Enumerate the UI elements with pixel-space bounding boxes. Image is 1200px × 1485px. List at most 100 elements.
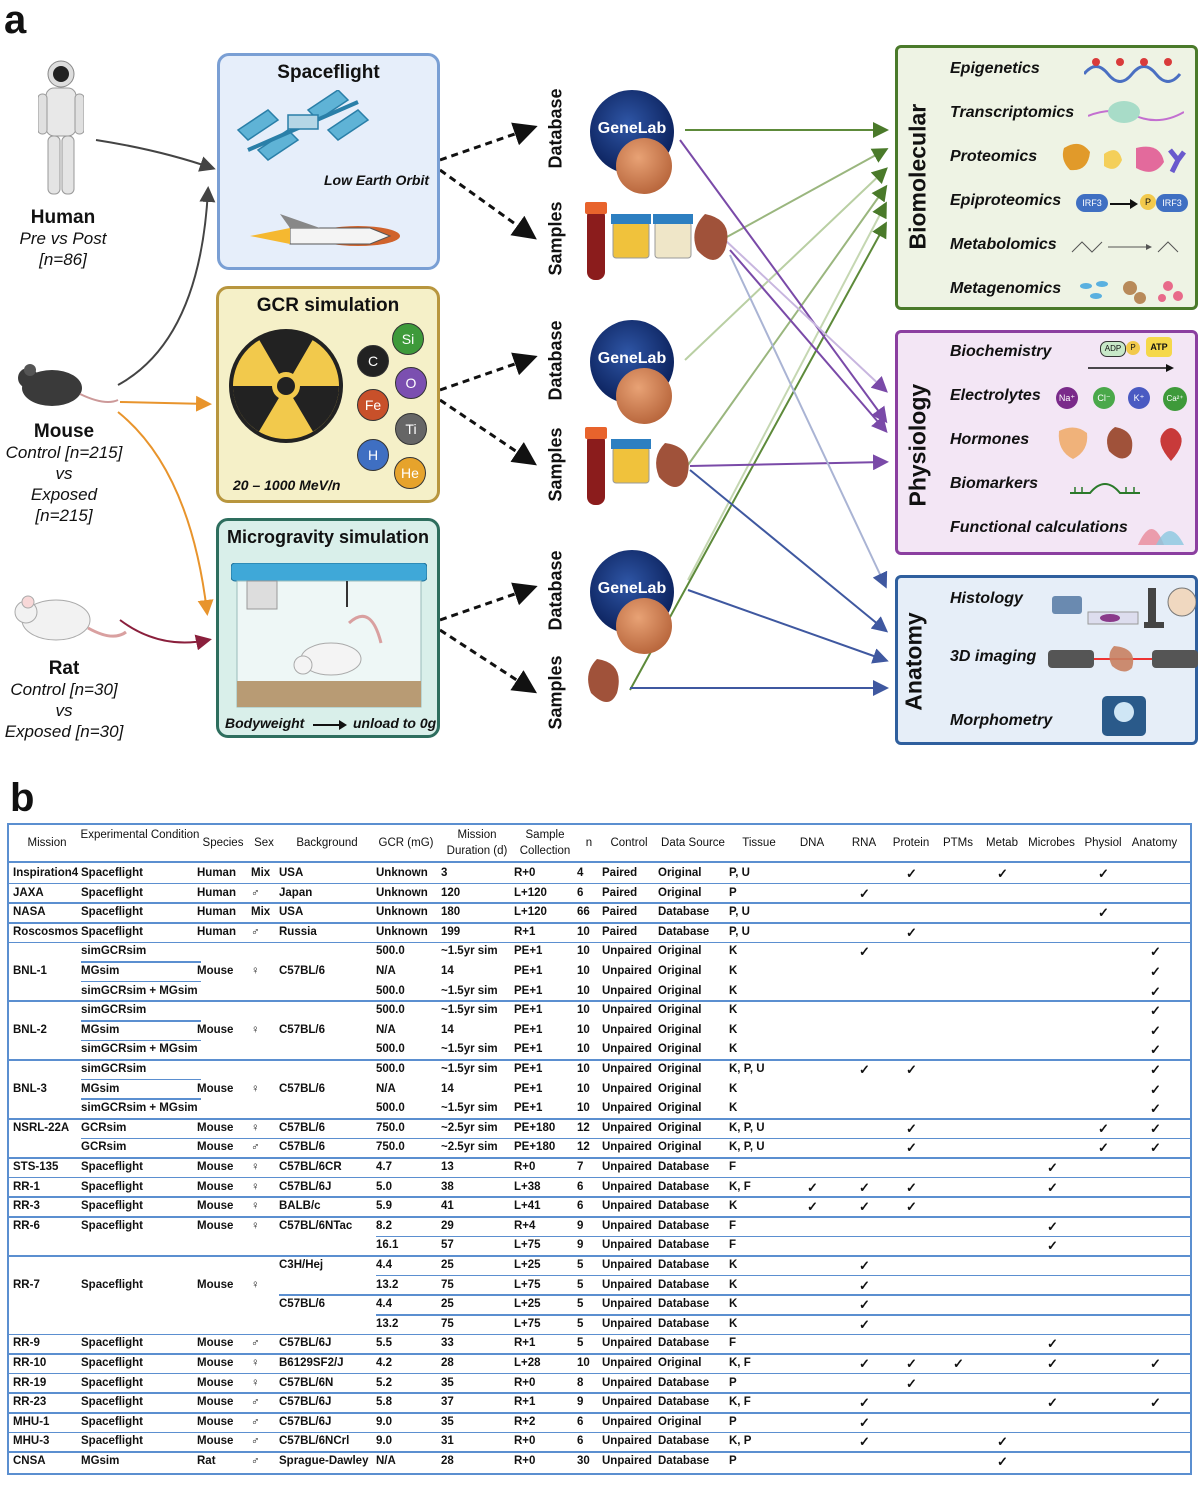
cell-mission: RR-19 [13,1376,47,1389]
cell-background: C57BL/6 [279,1298,326,1311]
cell-control: Unpaired [602,1102,652,1115]
cell-control: Unpaired [602,1121,652,1134]
cell-sample-collection: PE+1 [514,1102,543,1115]
cell-control: Unpaired [602,1278,652,1291]
morphometry-label: Morphometry [950,712,1053,729]
row-divider [9,1333,1190,1336]
database-label-1: Database [545,88,566,169]
cell-tissue: P [729,1376,737,1389]
check-microbes: ✓ [1047,1238,1058,1254]
cell-n: 6 [577,1435,584,1448]
row-divider [9,1255,1190,1257]
h-atom: H [357,439,389,471]
check-anatomy: ✓ [1150,1003,1161,1019]
cell-mission-duration: 31 [441,1435,454,1448]
check-anatomy: ✓ [1150,1101,1161,1117]
cell-mission-duration: 25 [441,1298,454,1311]
cell-background: C57BL/6J [279,1415,332,1428]
cell-mission: CNSA [13,1455,46,1467]
check-metab: ✓ [997,866,1008,881]
cell-mission-duration: ~1.5yr sim [441,1043,498,1056]
cell-n: 5 [577,1298,584,1311]
cell-control: Unpaired [602,1317,652,1330]
check-protein: ✓ [906,924,917,940]
phospho-arrow-icon [1110,199,1138,209]
cell-n: 10 [577,1082,590,1095]
cell-experimental-condition: Spaceflight [81,1278,143,1291]
cell-mission-duration: 14 [441,965,454,977]
cell-experimental-condition: Spaceflight [81,1219,143,1232]
cell-species: Human [197,906,236,919]
mars-icon-3 [616,598,672,654]
header-background: Background [296,837,358,849]
check-physiol: ✓ [1098,1120,1109,1136]
cell-gcr: N/A [376,1023,396,1036]
cell-tissue: F [729,1239,737,1252]
cell-n: 7 [577,1161,584,1173]
cell-experimental-condition: Spaceflight [81,925,143,938]
header-dna: DNA [799,837,825,849]
cell-sample-collection: L+25 [514,1298,541,1311]
cell-experimental-condition: GCRsim [81,1141,127,1154]
mouse-subject: Mouse Control [n=215] vs Exposed [n=215] [0,421,128,526]
header-rna: RNA [851,837,877,849]
check-anatomy: ✓ [1150,964,1161,979]
cell-data-source: Original [658,1415,702,1428]
cell-control: Unpaired [602,1415,652,1428]
cell-species: Mouse [197,1357,234,1369]
header-physiol: Physiol [1084,837,1122,849]
cell-tissue: P [729,1415,737,1428]
cell-n: 6 [577,886,584,899]
check-protein: ✓ [906,866,917,881]
cell-tissue: K [729,984,738,997]
check-rna: ✓ [859,1258,870,1273]
cage-icon [231,563,427,708]
check-microbes: ✓ [1047,1395,1058,1411]
check-microbes: ✓ [1047,1356,1058,1371]
cell-sample-collection: PE+1 [514,984,543,997]
cell-mission: NSRL-22A [13,1121,70,1134]
cell-control: Unpaired [602,984,652,997]
cell-gcr: 500.0 [376,1063,405,1075]
cell-sample-collection: PE+180 [514,1121,556,1134]
cell-data-source: Database [658,1455,710,1467]
cell-tissue: K [729,1004,738,1017]
cell-experimental-condition: GCRsim [81,1121,127,1134]
cell-tissue: K, P, U [729,1121,765,1134]
cell-species: Mouse [197,1337,234,1350]
cell-background: BALB/c [279,1200,321,1213]
cell-sex: ♂ [251,925,260,938]
cell-data-source: Original [658,965,702,977]
cell-data-source: Database [658,1219,710,1232]
cell-control: Unpaired [602,1396,652,1409]
he-atom: He [394,457,426,489]
cell-sex: ♀ [251,965,260,977]
check-microbes: ✓ [1047,1160,1058,1175]
histology-label: Histology [950,590,1023,607]
cell-sex: ♀ [251,1278,260,1291]
cell-sample-collection: R+4 [514,1219,536,1232]
proteomics-label: Proteomics [950,148,1038,165]
cell-mission-duration: 35 [441,1376,454,1389]
cell-control: Unpaired [602,1239,652,1252]
cell-control: Unpaired [602,1161,652,1173]
cell-background: C57BL/6J [279,1337,332,1350]
cell-experimental-condition: Spaceflight [81,1376,143,1389]
rat-name: Rat [48,658,80,679]
shuttle-icon [250,214,400,246]
check-rna: ✓ [859,1179,870,1195]
proteins-icon [1062,143,1186,174]
cell-gcr: 9.0 [376,1435,392,1448]
epiproteomics-label: Epiproteomics [950,192,1062,209]
cell-sample-collection: R+0 [514,1435,536,1448]
cell-background: C57BL/6 [279,965,326,977]
histology-icon [1052,587,1196,628]
cell-experimental-condition: MGsim [81,1455,120,1467]
check-protein: ✓ [906,1356,917,1371]
check-rna: ✓ [859,1434,870,1450]
